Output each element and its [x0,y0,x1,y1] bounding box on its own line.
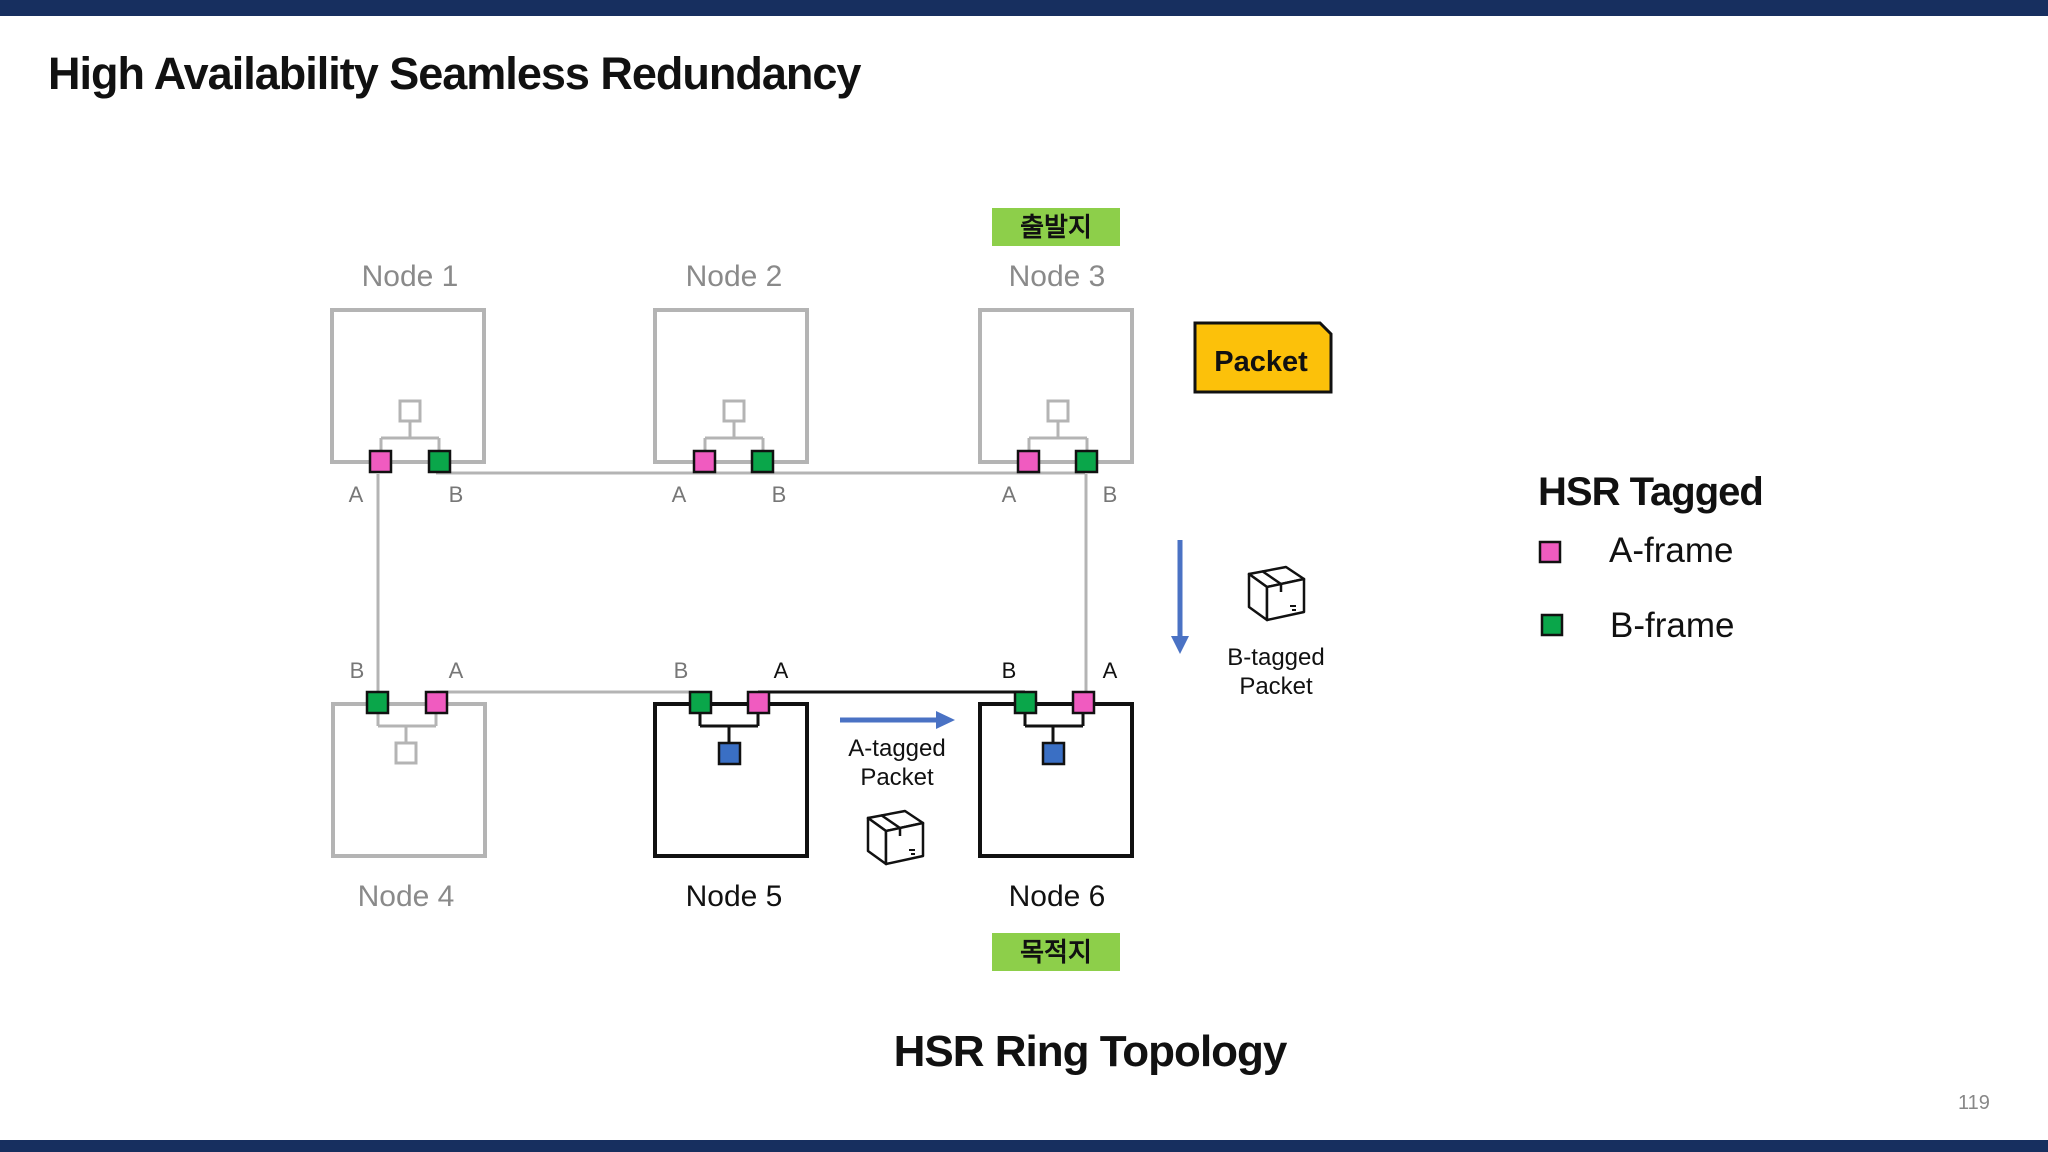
source-tag [992,208,1120,246]
source-tag-label: 출발지 [1020,212,1092,242]
node-6-host [1041,741,1066,766]
legend-b-frame-label: B-frame [1610,606,1734,645]
node-3-label: Node 3 [1009,260,1106,293]
node-4-host [394,741,418,765]
legend-b-frame-swatch [1540,613,1564,637]
b-tagged-label-line1: B-tagged [1227,644,1324,671]
node-2-port-b-label: B [772,482,787,507]
node-3-port-b-label: B [1103,482,1118,507]
node-4-port-b [365,690,390,715]
top-bar [0,0,2048,16]
node-4-box [331,702,487,858]
legend-a-frame-swatch [1538,540,1562,564]
node-2-connector [703,420,765,453]
node-3-port-b [1074,449,1099,474]
node-3-box [978,308,1134,464]
node-6-port-a [1071,690,1096,715]
packet-badge-label: Packet [1214,346,1308,378]
b-tagged-arrow-head [1171,636,1189,654]
node-2-box [653,308,809,464]
bottom-bar [0,1140,2048,1152]
a-tagged-label-line2: Packet [860,764,934,791]
node-3-port-a [1016,449,1041,474]
legend-title: HSR Tagged [1538,470,1763,514]
node-2-port-b [750,449,775,474]
slide-title: High Availability Seamless Redundancy [48,48,861,99]
page-number: 119 [1958,1092,1990,1114]
node-5-port-b [688,690,713,715]
node-6-connector [1023,713,1085,744]
node-1-port-a [368,449,393,474]
node-5-box [653,702,809,858]
node-5-port-a [746,690,771,715]
node-4-port-b-label: B [350,658,365,683]
node-6-port-b-label: B [1002,658,1017,683]
box-icon-b-tagged [1247,565,1306,622]
destination-tag [992,933,1120,971]
node-6-box [978,702,1134,858]
diagram-caption: HSR Ring Topology [894,1027,1288,1076]
node-1-port-b-label: B [449,482,464,507]
node-3-port-a-label: A [1002,482,1017,507]
a-tagged-arrow-head [936,711,955,729]
node-4-port-a-label: A [449,658,464,683]
box-icon-a-tagged [866,809,925,866]
node-2-port-a [692,449,717,474]
node-6-label: Node 6 [1009,880,1106,913]
node-3-host [1046,399,1070,423]
node-5-connector [698,713,760,744]
node-4-connector [376,713,438,744]
node-6-port-a-label: A [1103,658,1118,683]
node-4-port-a [424,690,449,715]
node-3-connector [1027,420,1089,453]
node-1-port-b [427,449,452,474]
node-1-port-a-label: A [349,482,364,507]
node-6-port-b [1013,690,1038,715]
node-4-label: Node 4 [358,880,455,913]
node-1-host [398,399,422,423]
node-5-port-a-label: A [774,658,789,683]
node-2-label: Node 2 [686,260,783,293]
node-1-connector [379,420,441,453]
node-2-port-a-label: A [672,482,687,507]
node-1-label: Node 1 [362,260,459,293]
node-5-port-b-label: B [674,658,689,683]
node-1-box [330,308,486,464]
a-tagged-label-line1: A-tagged [848,735,945,762]
node-5-host [717,741,742,766]
node-5-label: Node 5 [686,880,783,913]
packet-badge [1193,321,1333,394]
legend-a-frame-label: A-frame [1609,531,1733,570]
b-tagged-label-line2: Packet [1239,673,1313,700]
destination-tag-label: 목적지 [1020,937,1092,967]
node-2-host [722,399,746,423]
